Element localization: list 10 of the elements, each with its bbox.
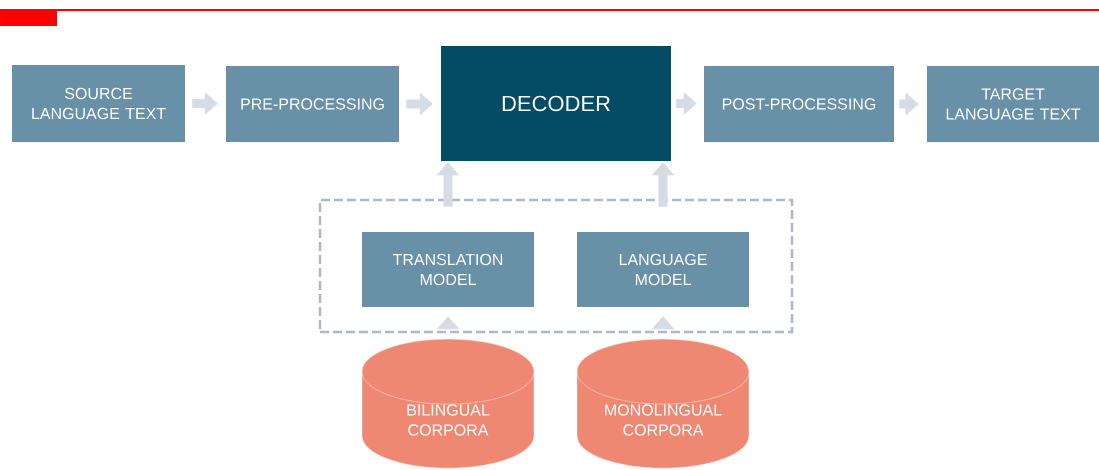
process-box: TRANSLATION MODEL: [362, 232, 534, 307]
process-box: POST-PROCESSING: [704, 66, 894, 142]
corpus-cylinder: BILINGUAL CORPORA: [361, 338, 535, 469]
dashed-group-frame: [318, 198, 794, 334]
process-box: TARGET LANGUAGE TEXT: [927, 66, 1099, 142]
process-box: PRE-PROCESSING: [226, 66, 399, 142]
corpus-cylinder: MONOLINGUAL CORPORA: [576, 338, 750, 469]
process-box: SOURCE LANGUAGE TEXT: [12, 65, 185, 142]
process-box: LANGUAGE MODEL: [577, 232, 749, 307]
decoder-box: DECODER: [441, 46, 671, 161]
